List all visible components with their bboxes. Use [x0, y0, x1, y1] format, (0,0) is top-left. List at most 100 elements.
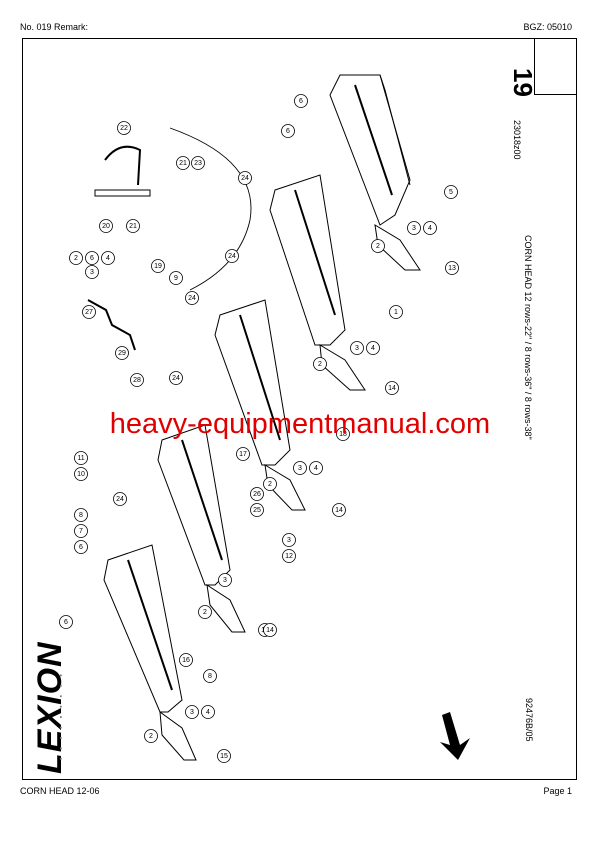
callout: 2	[69, 251, 83, 265]
svg-text:21: 21	[179, 160, 187, 167]
svg-text:3: 3	[412, 225, 416, 232]
callout: 25	[250, 503, 264, 517]
callout: 17	[236, 447, 250, 461]
callout: 3	[185, 705, 199, 719]
svg-text:24: 24	[241, 175, 249, 182]
svg-text:21: 21	[129, 223, 137, 230]
svg-text:24: 24	[188, 295, 196, 302]
svg-text:1: 1	[394, 309, 398, 316]
svg-text:3: 3	[298, 465, 302, 472]
handle-detail	[104, 145, 142, 186]
svg-text:14: 14	[266, 627, 274, 634]
callout: 8	[203, 669, 217, 683]
svg-text:3: 3	[287, 537, 291, 544]
callout: 9	[169, 271, 183, 285]
svg-text:14: 14	[335, 507, 343, 514]
callout: 2	[313, 357, 327, 371]
callout: 3	[293, 461, 307, 475]
callout: 2	[371, 239, 385, 253]
callout: 26	[250, 487, 264, 501]
callout: 6	[281, 124, 295, 138]
svg-text:10: 10	[77, 471, 85, 478]
svg-text:26: 26	[253, 491, 261, 498]
svg-text:19: 19	[154, 263, 162, 270]
svg-text:2: 2	[376, 243, 380, 250]
svg-text:7: 7	[79, 528, 83, 535]
svg-text:12: 12	[285, 553, 293, 560]
svg-text:8: 8	[79, 512, 83, 519]
callout: 15	[217, 749, 231, 763]
callout: 18	[336, 427, 350, 441]
svg-text:28: 28	[133, 377, 141, 384]
callout: 3	[407, 221, 421, 235]
callout: 20	[99, 219, 113, 233]
svg-text:24: 24	[172, 375, 180, 382]
svg-text:20: 20	[102, 223, 110, 230]
callout: 2	[263, 477, 277, 491]
callout: 24	[169, 371, 183, 385]
callout: 3	[282, 533, 296, 547]
callout: 13	[445, 261, 459, 275]
callout: 14	[263, 623, 277, 637]
callout: 4	[366, 341, 380, 355]
callout: 23	[191, 156, 205, 170]
callout: 21	[176, 156, 190, 170]
callout: 4	[101, 251, 115, 265]
row-unit-4	[157, 424, 246, 633]
svg-text:23: 23	[194, 160, 202, 167]
svg-text:27: 27	[85, 309, 93, 316]
callout: 10	[74, 467, 88, 481]
svg-text:4: 4	[206, 709, 210, 716]
svg-text:4: 4	[428, 225, 432, 232]
svg-text:3: 3	[355, 345, 359, 352]
callout: 24	[113, 492, 127, 506]
callout: 3	[218, 573, 232, 587]
callout: 19	[151, 259, 165, 273]
svg-text:3: 3	[90, 269, 94, 276]
svg-text:4: 4	[106, 255, 110, 262]
callout: 6	[59, 615, 73, 629]
callout: 28	[130, 373, 144, 387]
callout: 22	[117, 121, 131, 135]
row-unit-5	[103, 544, 197, 761]
svg-text:6: 6	[64, 619, 68, 626]
footer-right: Page 1	[543, 786, 572, 796]
svg-text:2: 2	[149, 733, 153, 740]
svg-text:8: 8	[208, 673, 212, 680]
brand-logo-underline: ▪ ▪ ▪ ▪ ▪ ▪ ▪ ▪ ▪	[58, 671, 65, 760]
callout: 4	[423, 221, 437, 235]
svg-text:15: 15	[220, 753, 228, 760]
footer-left: CORN HEAD 12-06	[20, 786, 100, 796]
callout: 5	[444, 185, 458, 199]
sheet-number-box	[534, 38, 577, 95]
svg-text:6: 6	[299, 98, 303, 105]
row-unit-3	[214, 299, 306, 511]
svg-text:22: 22	[120, 125, 128, 132]
callout: 3	[85, 265, 99, 279]
callout: 14	[385, 381, 399, 395]
drawing-frame	[22, 38, 577, 780]
svg-text:5: 5	[449, 189, 453, 196]
svg-text:3: 3	[190, 709, 194, 716]
svg-text:16: 16	[182, 657, 190, 664]
svg-text:6: 6	[79, 544, 83, 551]
svg-text:9: 9	[174, 275, 178, 282]
callout: 2	[144, 729, 158, 743]
svg-text:2: 2	[203, 609, 207, 616]
svg-text:2: 2	[268, 481, 272, 488]
callout: 29	[115, 346, 129, 360]
callout: 6	[74, 540, 88, 554]
callout: 3	[350, 341, 364, 355]
callout: 24	[185, 291, 199, 305]
svg-text:25: 25	[253, 507, 261, 514]
svg-text:14: 14	[388, 385, 396, 392]
callout: 7	[74, 524, 88, 538]
callout: 27	[82, 305, 96, 319]
row-unit-1	[329, 74, 421, 271]
svg-text:3: 3	[223, 577, 227, 584]
callout: 2	[198, 605, 212, 619]
header-left: No. 019 Remark:	[20, 22, 89, 32]
watermark-text: heavy-equipmentmanual.com	[109, 408, 491, 440]
callout: 12	[282, 549, 296, 563]
